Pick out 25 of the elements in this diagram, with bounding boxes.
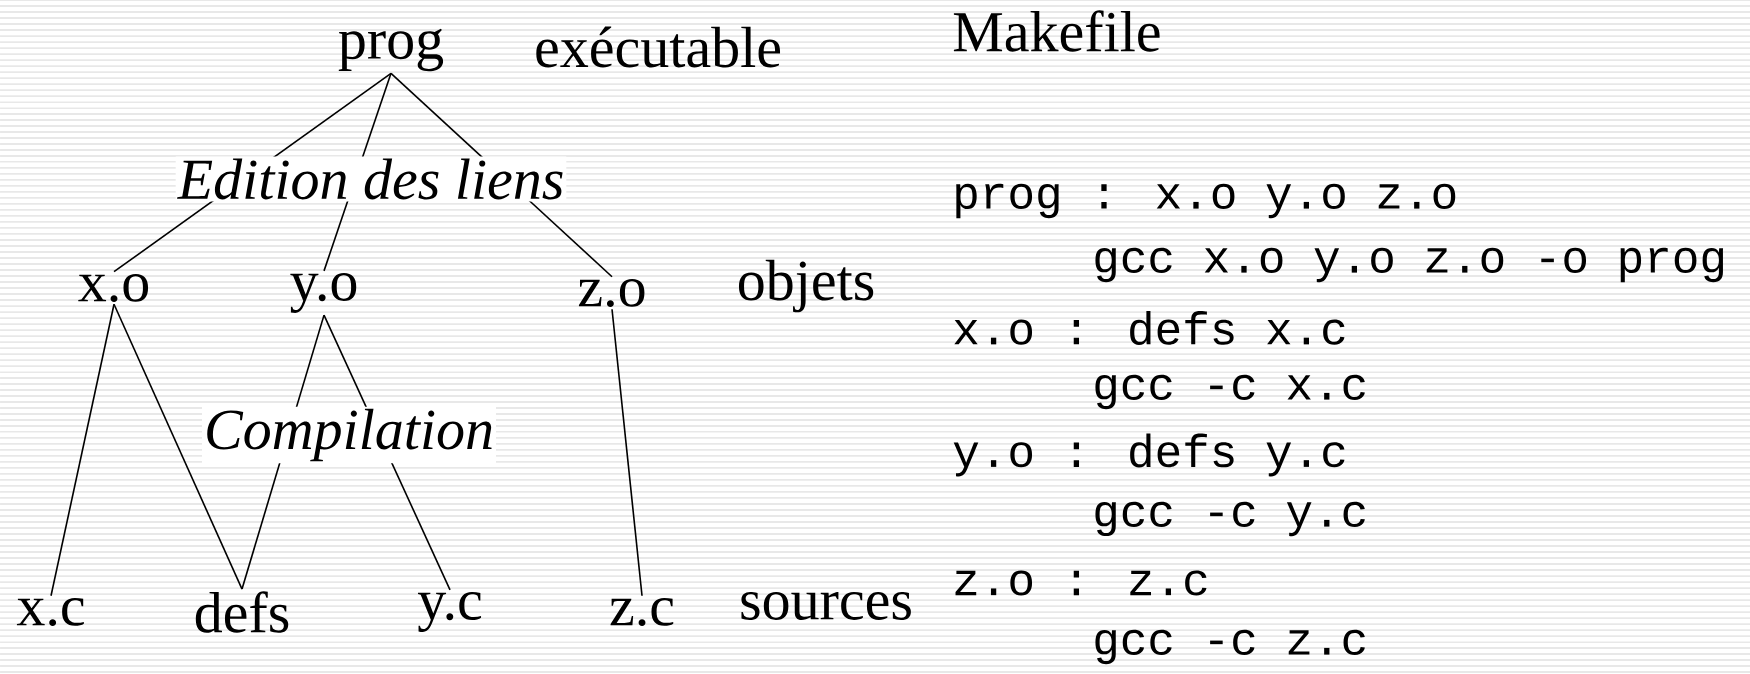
level-label: objets <box>738 259 874 313</box>
makefile-line: gcc x.o y.o z.o -o prog <box>1095 247 1724 283</box>
file-label: prog <box>338 28 444 72</box>
level-label: exécutable <box>536 26 780 68</box>
file-label: z.c <box>610 597 674 627</box>
file-label: y.c <box>418 592 482 632</box>
connector-line <box>50 303 115 597</box>
level-label: sources <box>741 592 911 620</box>
file-label: x.c <box>16 597 84 627</box>
file-label: y.o <box>290 273 357 313</box>
makefile-line: gcc -c y.c <box>1095 501 1365 537</box>
makefile-line: y.o : defs y.c <box>953 433 1345 477</box>
makefile-line: prog : x.o y.o z.o <box>956 183 1456 219</box>
heading: Makefile <box>953 10 1160 52</box>
makefile-line: gcc -c z.c <box>1095 629 1365 665</box>
connector-line <box>611 308 643 597</box>
file-label: defs <box>195 591 289 633</box>
makefile-line: gcc -c x.c <box>1095 374 1365 410</box>
connector-line <box>113 303 243 590</box>
makefile-line: z.o : z.c <box>955 570 1207 596</box>
stage-label: Compilation <box>202 406 497 464</box>
file-label: z.o <box>578 278 645 308</box>
makefile-line: x.o : defs x.c <box>954 311 1345 345</box>
file-label: x.o <box>78 273 149 303</box>
stage-label: Edition des liens <box>175 156 567 202</box>
